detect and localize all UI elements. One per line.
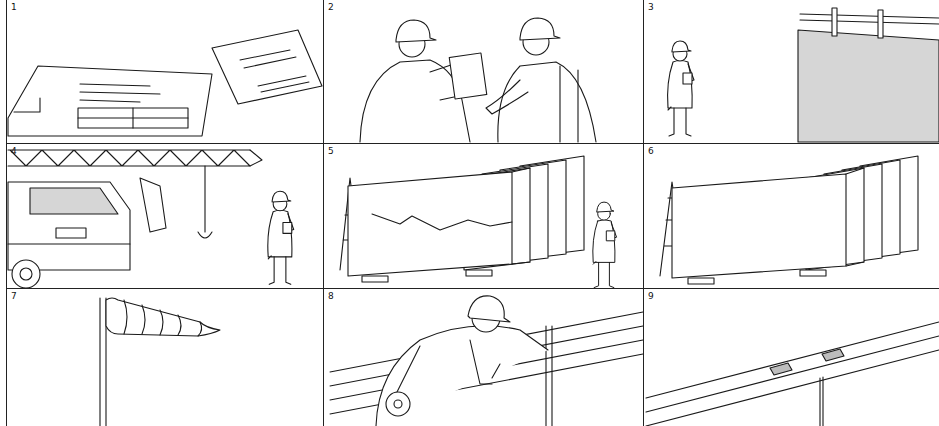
step-panel: 1 [6,0,324,144]
callout-number: 9 [648,292,654,301]
callout-number: 7 [11,292,17,301]
step-panel: 9 [643,288,939,426]
callout-number: 5 [328,147,334,156]
step-panel: 2 [323,0,644,144]
callout-number: 1 [11,3,17,12]
step-panel: 6 [643,143,939,289]
step-panel: 4 [6,143,324,289]
callout-number: 2 [328,3,334,12]
callout-number: 4 [11,147,17,156]
step-panel: 5 [323,143,644,289]
step-panel: 8 [323,288,644,426]
callout-number: 3 [648,3,654,12]
callout-number: 6 [648,147,654,156]
step-panel: 3 [643,0,939,144]
step-panel: 7 [6,288,324,426]
callout-number: 8 [328,292,334,301]
